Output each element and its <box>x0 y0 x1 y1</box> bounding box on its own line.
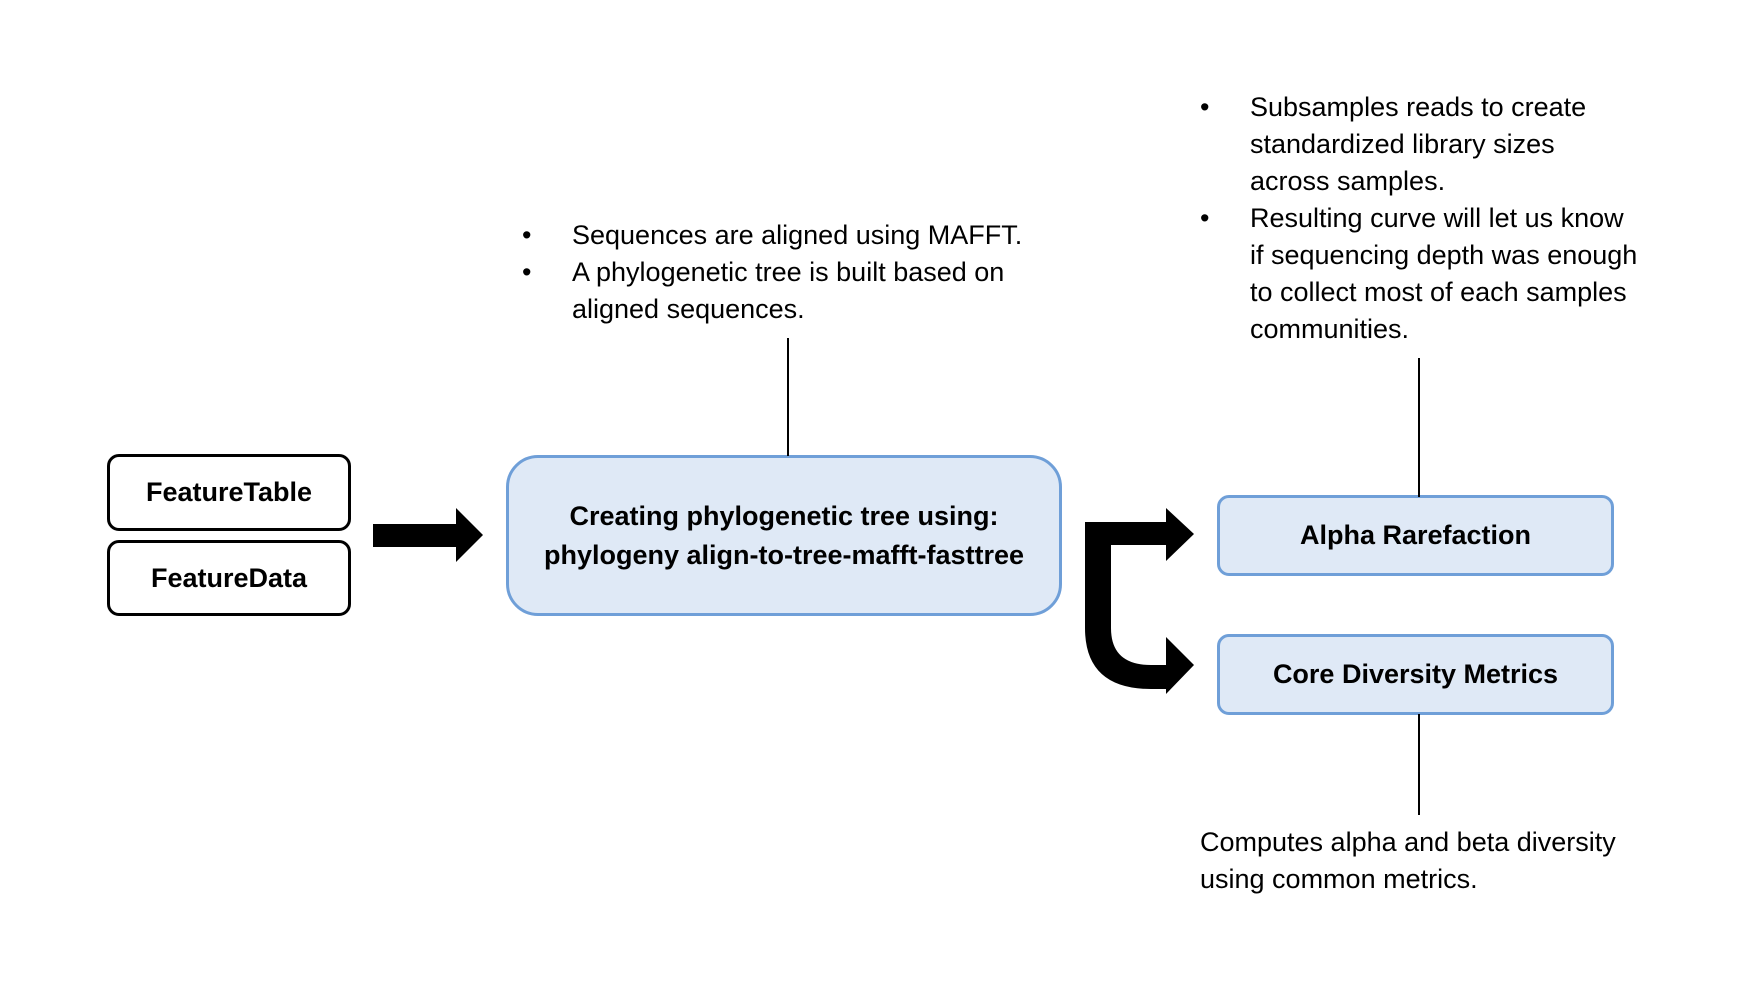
alpha-rarefaction-note-connector <box>1418 358 1420 497</box>
alpha-rarefaction-arrowhead <box>1166 508 1194 561</box>
core-diversity-note-text: Computes alpha and beta diversity using … <box>1200 827 1616 894</box>
feature-table-box: FeatureTable <box>107 454 351 531</box>
phylogeny-title-line2: phylogeny align-to-tree-mafft-fasttree <box>543 539 1025 570</box>
input-to-phylogeny-arrow <box>373 508 483 562</box>
core-diversity-note: Computes alpha and beta diversity using … <box>1200 824 1620 898</box>
core-diversity-arrowhead <box>1166 637 1194 694</box>
feature-table-label: FeatureTable <box>145 477 313 507</box>
phylogeny-title-line1: Creating phylogenetic tree using: <box>569 501 999 532</box>
alpha-rarefaction-note-item: Subsamples reads to create standardized … <box>1200 89 1640 200</box>
phylogeny-to-outputs-connector-body <box>1085 522 1170 689</box>
phylogeny-note-item: A phylogenetic tree is built based on al… <box>522 254 1062 328</box>
core-diversity-title: Core Diversity Metrics <box>1272 659 1559 689</box>
feature-data-label: FeatureData <box>150 562 308 593</box>
alpha-rarefaction-notes: Subsamples reads to create standardized … <box>1200 89 1640 348</box>
feature-data-box: FeatureData <box>107 540 351 616</box>
phylogeny-note-connector <box>787 338 789 456</box>
core-diversity-box: Core Diversity Metrics <box>1217 634 1614 715</box>
alpha-rarefaction-note-item: Resulting curve will let us know if sequ… <box>1200 200 1640 348</box>
alpha-rarefaction-title: Alpha Rarefaction <box>1299 520 1532 550</box>
phylogeny-notes: Sequences are aligned using MAFFT. A phy… <box>522 217 1062 328</box>
alpha-rarefaction-box: Alpha Rarefaction <box>1217 495 1614 576</box>
phylogeny-note-item: Sequences are aligned using MAFFT. <box>522 217 1062 254</box>
core-diversity-note-connector <box>1418 714 1420 815</box>
phylogeny-box: Creating phylogenetic tree using: phylog… <box>506 455 1062 616</box>
